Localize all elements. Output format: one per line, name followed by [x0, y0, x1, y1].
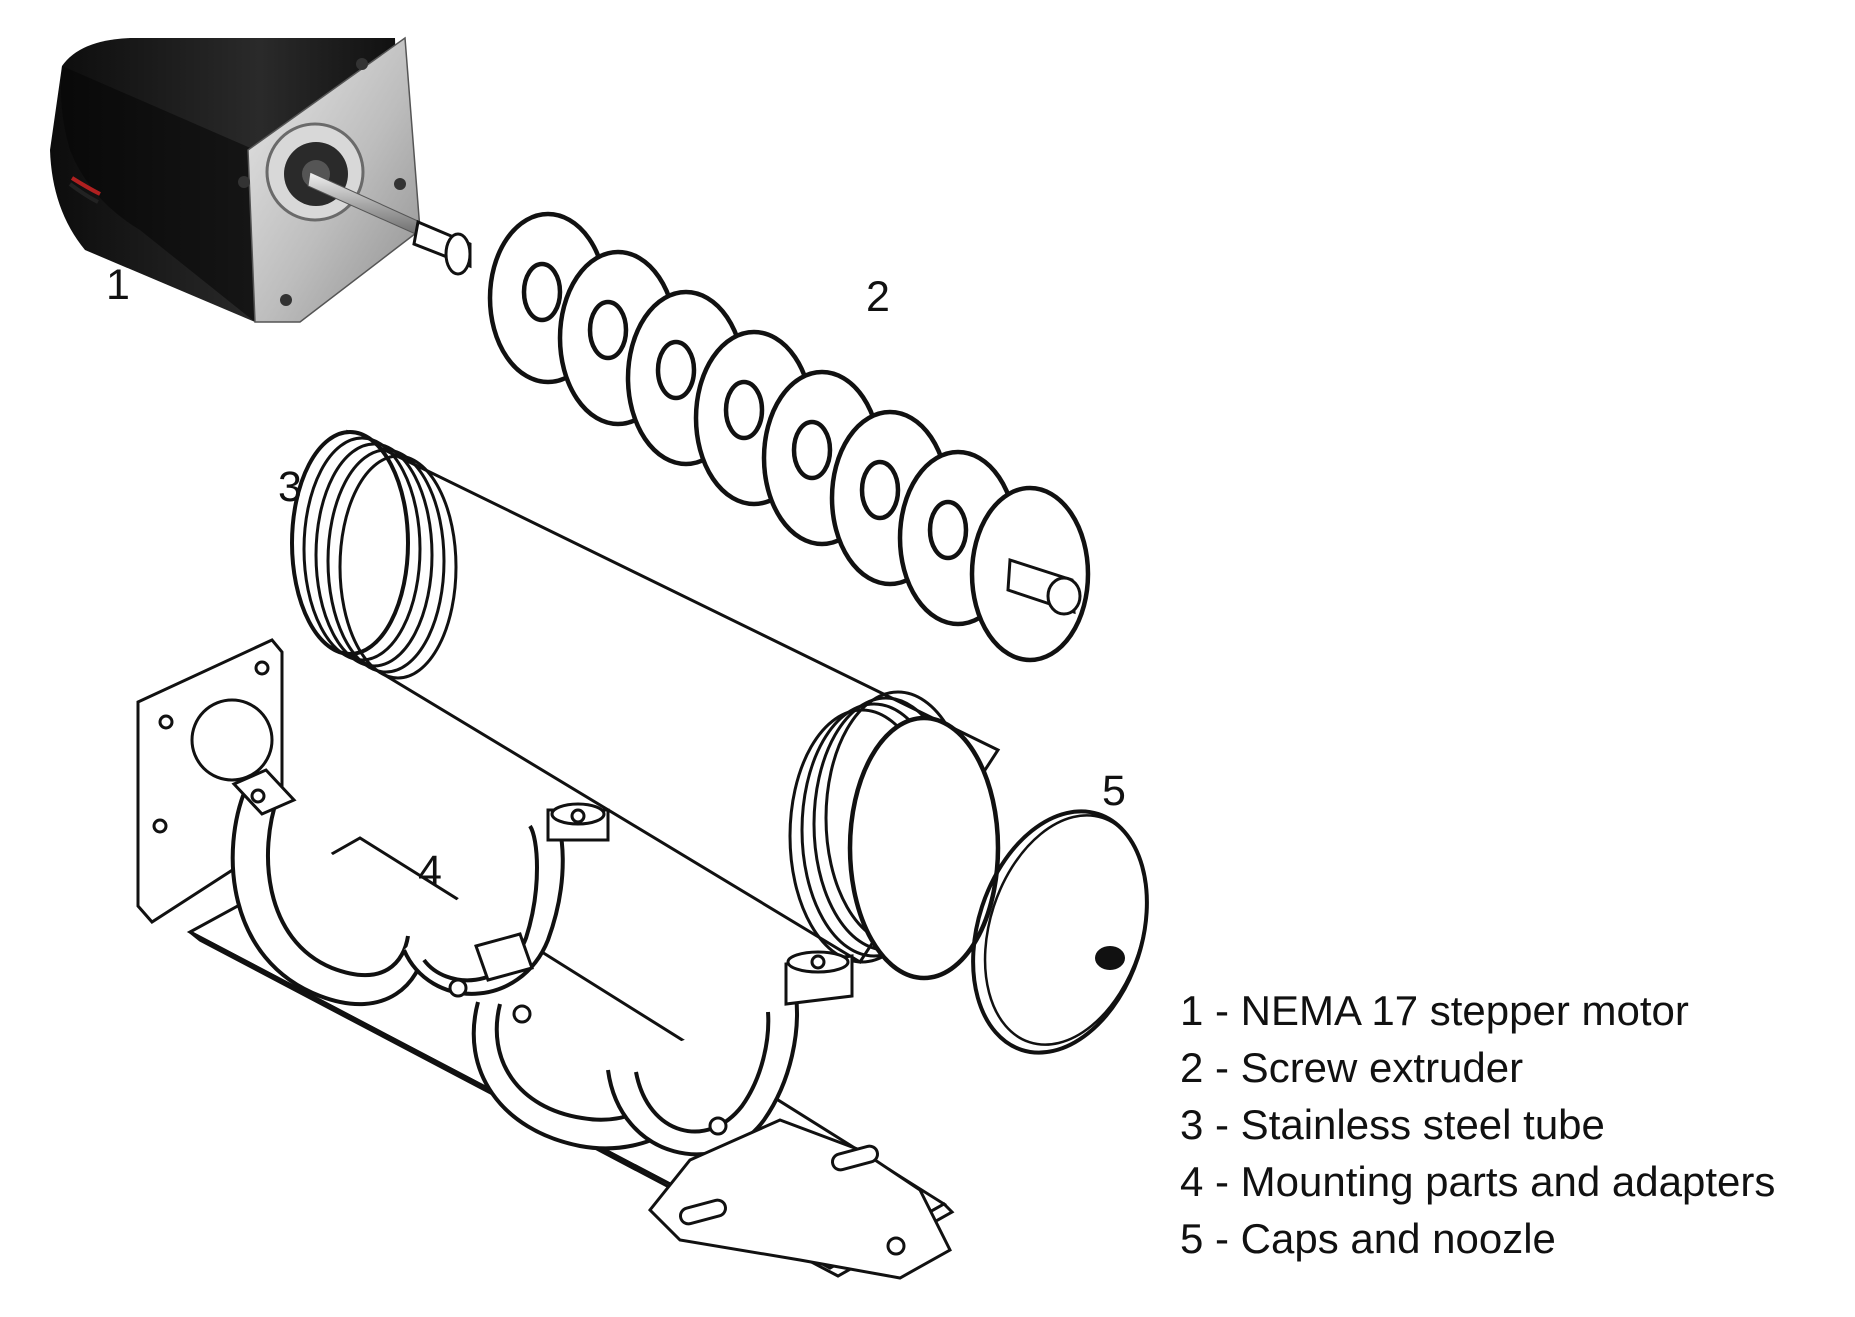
legend-item: 1 - NEMA 17 stepper motor: [1180, 987, 1689, 1034]
callout-1: 1: [106, 261, 130, 309]
legend-item: 2 - Screw extruder: [1180, 1044, 1524, 1091]
stainless-steel-tube-icon: [290, 429, 1001, 981]
legend-item: 4 - Mounting parts and adapters: [1180, 1158, 1776, 1205]
caps-and-nozzle-icon: [971, 809, 1149, 1055]
stepper-motor-icon: [50, 36, 421, 323]
legend-item: 5 - Caps and noozle: [1180, 1215, 1556, 1262]
screw-extruder-icon: [412, 211, 1091, 663]
callout-4: 4: [418, 847, 442, 895]
callout-2: 2: [866, 273, 890, 321]
parts-legend: 1 - NEMA 17 stepper motor 2 - Screw extr…: [1180, 982, 1775, 1267]
legend-item: 3 - Stainless steel tube: [1180, 1101, 1605, 1148]
callout-5: 5: [1102, 767, 1126, 815]
callout-3: 3: [278, 463, 302, 511]
mounting-bracket-icon: [136, 638, 955, 1280]
